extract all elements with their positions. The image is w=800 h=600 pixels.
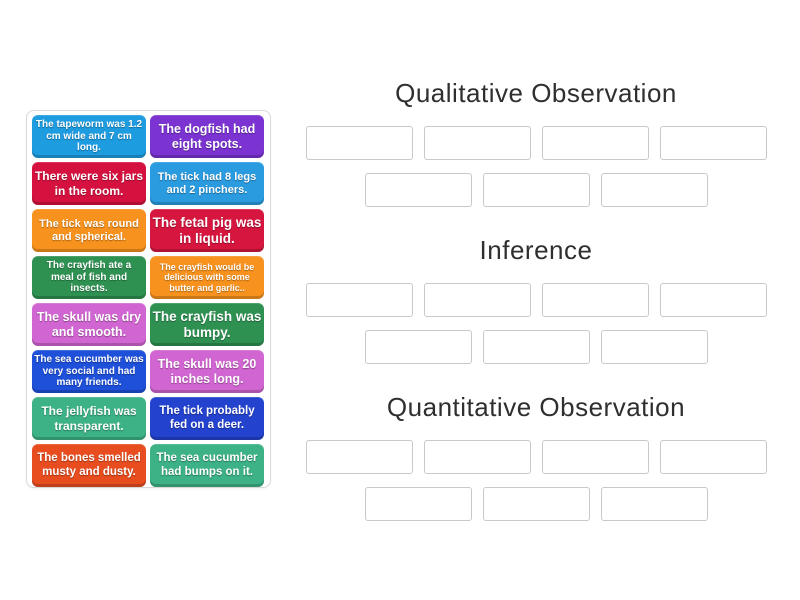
- drop-slot[interactable]: [305, 283, 413, 317]
- slot-row: [305, 126, 767, 160]
- draggable-card[interactable]: The jellyfish was transparent.: [32, 397, 146, 440]
- drop-slot[interactable]: [482, 487, 590, 521]
- draggable-card[interactable]: There were six jars in the room.: [32, 162, 146, 205]
- draggable-card[interactable]: The crayfish was bumpy.: [150, 303, 264, 346]
- slot-row: [305, 487, 767, 521]
- drop-slot[interactable]: [482, 330, 590, 364]
- draggable-card[interactable]: The sea cucumber was very social and had…: [32, 350, 146, 393]
- draggable-card[interactable]: The dogfish had eight spots.: [150, 115, 264, 158]
- draggable-card[interactable]: The skull was dry and smooth.: [32, 303, 146, 346]
- category-title: Qualitative Observation: [395, 78, 677, 108]
- draggable-card[interactable]: The bones smelled musty and dusty.: [32, 444, 146, 487]
- slot-row: [305, 440, 767, 474]
- slot-row: [305, 330, 767, 364]
- card-list: The tapeworm was 1.2 cm wide and 7 cm lo…: [27, 111, 270, 491]
- card-panel: The tapeworm was 1.2 cm wide and 7 cm lo…: [26, 110, 271, 488]
- draggable-card[interactable]: The sea cucumber had bumps on it.: [150, 444, 264, 487]
- drop-slot[interactable]: [541, 126, 649, 160]
- drop-slot[interactable]: [659, 440, 767, 474]
- category-title: Inference: [479, 235, 593, 265]
- draggable-card[interactable]: The skull was 20 inches long.: [150, 350, 264, 393]
- draggable-card[interactable]: The crayfish ate a meal of fish and inse…: [32, 256, 146, 299]
- drop-slot[interactable]: [423, 283, 531, 317]
- drop-slot[interactable]: [423, 126, 531, 160]
- category-group: Inference: [305, 235, 767, 364]
- drop-slot[interactable]: [423, 440, 531, 474]
- drop-slot[interactable]: [600, 173, 708, 207]
- draggable-card[interactable]: The fetal pig was in liquid.: [150, 209, 264, 252]
- drop-slot[interactable]: [305, 126, 413, 160]
- drop-slot[interactable]: [541, 440, 649, 474]
- category-group: Qualitative Observation: [305, 78, 767, 207]
- drop-slot[interactable]: [659, 126, 767, 160]
- drop-slot[interactable]: [541, 283, 649, 317]
- slot-row: [305, 283, 767, 317]
- draggable-card[interactable]: The tick was round and spherical.: [32, 209, 146, 252]
- draggable-card[interactable]: The tick had 8 legs and 2 pinchers.: [150, 162, 264, 205]
- draggable-card[interactable]: The crayfish would be delicious with som…: [150, 256, 264, 299]
- slot-row: [305, 173, 767, 207]
- draggable-card[interactable]: The tapeworm was 1.2 cm wide and 7 cm lo…: [32, 115, 146, 158]
- drop-slot[interactable]: [659, 283, 767, 317]
- drop-slot[interactable]: [600, 330, 708, 364]
- drop-slot[interactable]: [482, 173, 590, 207]
- draggable-card[interactable]: The tick probably fed on a deer.: [150, 397, 264, 440]
- drop-slot[interactable]: [364, 330, 472, 364]
- drop-slot[interactable]: [364, 173, 472, 207]
- category-group: Quantitative Observation: [305, 392, 767, 521]
- drop-slot[interactable]: [600, 487, 708, 521]
- category-title: Quantitative Observation: [386, 392, 686, 422]
- drop-slot[interactable]: [364, 487, 472, 521]
- drop-slot[interactable]: [305, 440, 413, 474]
